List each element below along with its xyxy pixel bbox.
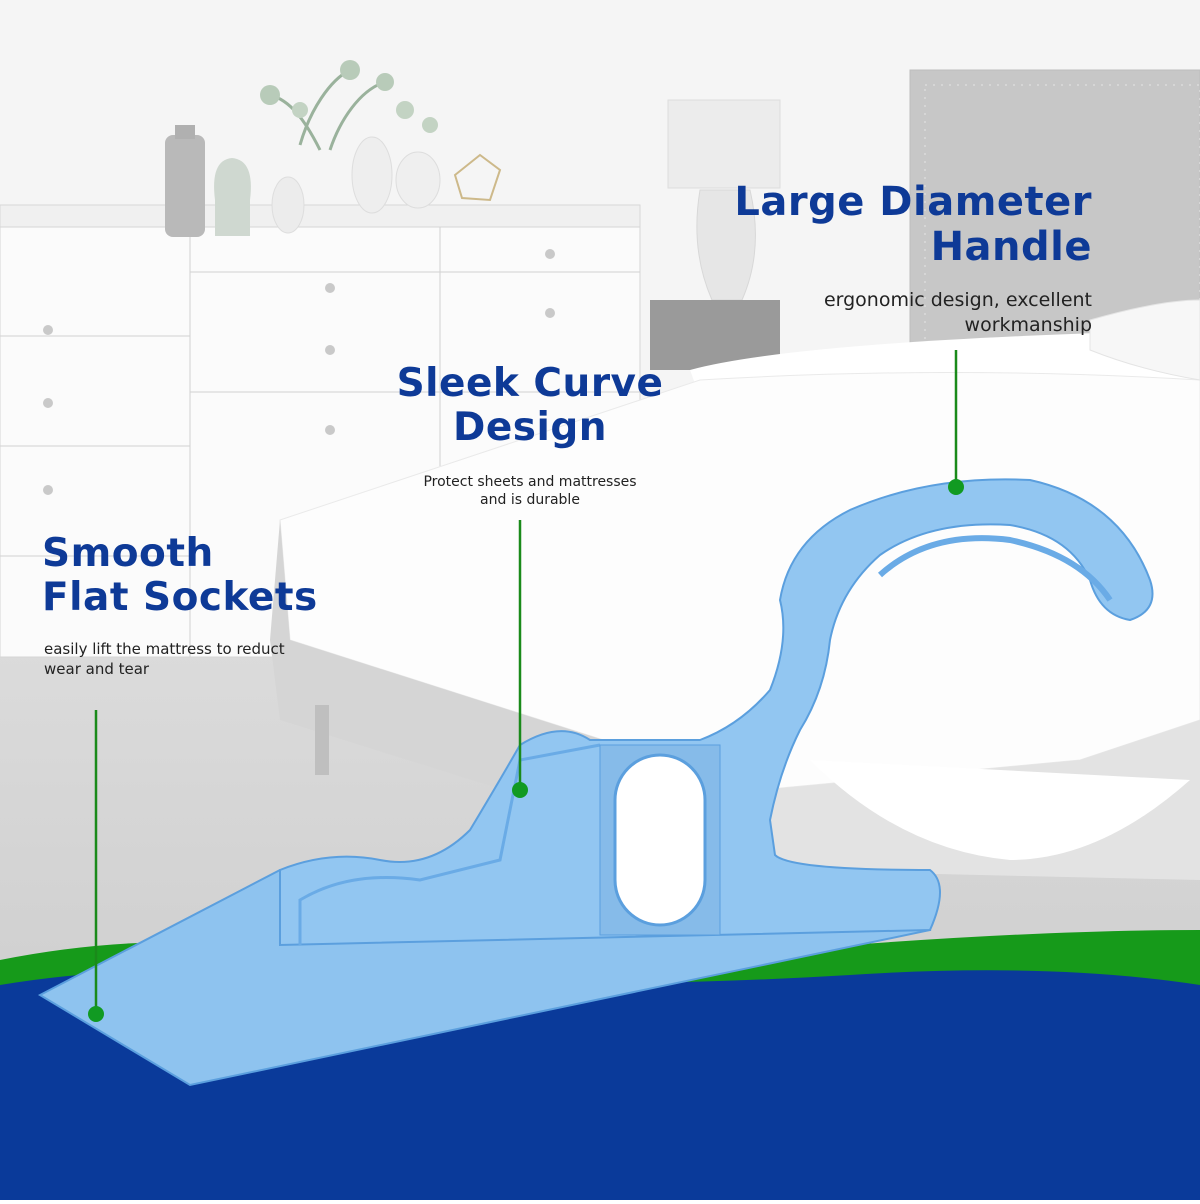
curve-title-line-1: Sleek Curve bbox=[396, 361, 664, 406]
sockets-desc-line-2: wear and tear bbox=[44, 659, 150, 678]
handle-leader-dot bbox=[948, 479, 964, 495]
handle-title: Large Diameter Handle bbox=[632, 180, 1092, 270]
sockets-desc-line-1: easily lift the mattress to reduct bbox=[44, 640, 285, 658]
handle-desc-line-1: ergonomic design, excellent bbox=[823, 289, 1092, 311]
curve-leader-dot bbox=[512, 782, 528, 798]
handle-desc-line-2: workmanship bbox=[964, 313, 1092, 336]
handle-title-line-1: Large Diameter bbox=[734, 179, 1092, 225]
lamp bbox=[650, 99, 781, 370]
sockets-description: easily lift the mattress to reduct wear … bbox=[44, 640, 364, 679]
sockets-leader-dot bbox=[88, 1006, 104, 1022]
curve-title: Sleek Curve Design bbox=[370, 362, 690, 449]
sockets-title: Smooth Flat Sockets bbox=[42, 532, 382, 619]
curve-description: Protect sheets and mattresses and is dur… bbox=[370, 473, 690, 509]
curve-title-line-2: Design bbox=[452, 404, 608, 450]
curve-desc-line-2: and is durable bbox=[480, 492, 580, 509]
handle-description: ergonomic design, excellent workmanship bbox=[672, 288, 1092, 337]
curve-desc-line-1: Protect sheets and mattresses bbox=[423, 474, 637, 490]
mattress-lifter-product bbox=[37, 478, 1154, 1087]
leader-lines bbox=[88, 350, 964, 1022]
sockets-title-line-2: Flat Sockets bbox=[42, 574, 318, 620]
handle-title-line-2: Handle bbox=[930, 223, 1092, 270]
decor-vases bbox=[165, 60, 502, 237]
sockets-title-line-1: Smooth bbox=[42, 531, 214, 576]
